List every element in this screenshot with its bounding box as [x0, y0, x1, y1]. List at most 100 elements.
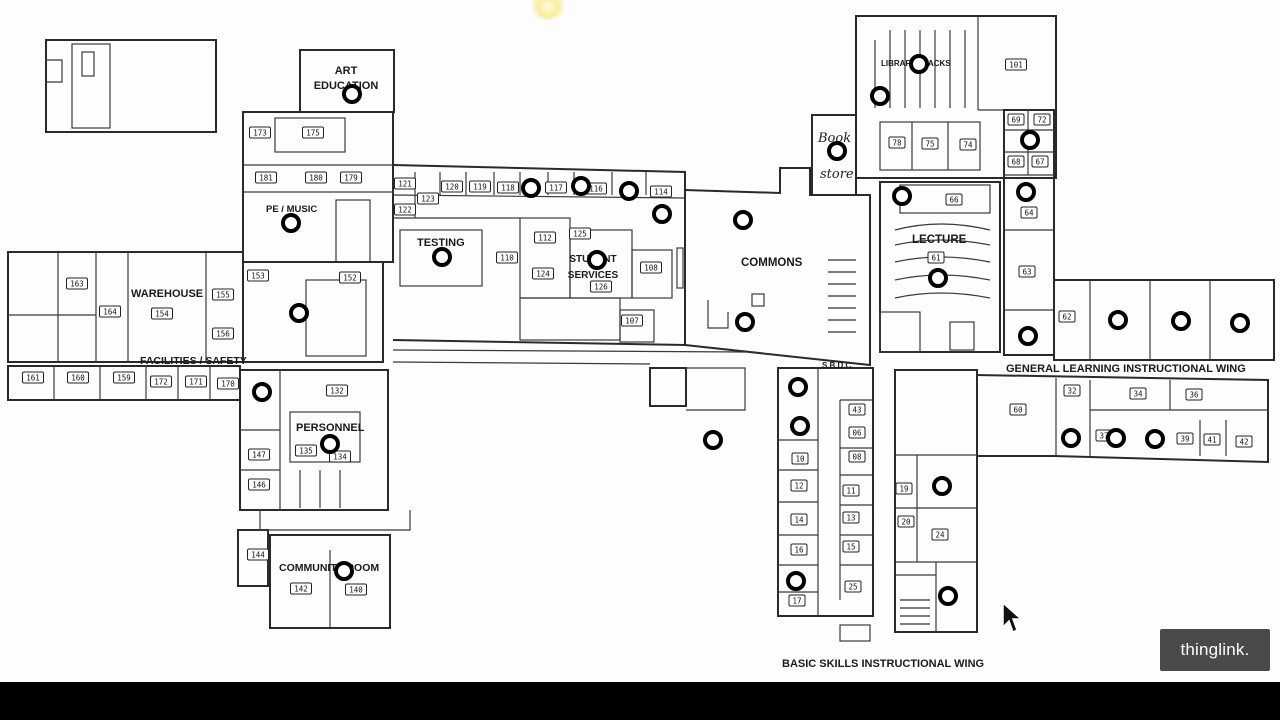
hotspot-entrance[interactable]: [703, 430, 723, 450]
hotspot-room-64[interactable]: [892, 186, 912, 206]
hotspot-testing[interactable]: [432, 247, 452, 267]
room-tag-75: 75: [921, 137, 939, 150]
hotspot-book-store[interactable]: [827, 141, 847, 161]
hotspot-lecture[interactable]: [928, 268, 948, 288]
room-number: 67: [1035, 158, 1044, 167]
hotspot-facilities[interactable]: [252, 382, 272, 402]
room-tag-135: 135: [295, 444, 317, 457]
hotspot-room-41[interactable]: [1145, 429, 1165, 449]
hotspot-room-61[interactable]: [1018, 326, 1038, 346]
room-tag-68: 68: [1007, 155, 1025, 168]
room-tag-17: 17: [788, 594, 806, 607]
hotspot-commons-south[interactable]: [735, 312, 755, 332]
room-number: 121: [398, 180, 412, 189]
room-tag-112: 112: [534, 231, 556, 244]
hotspot-student-services[interactable]: [587, 250, 607, 270]
room-number: 140: [349, 586, 363, 595]
hotspot-room-68[interactable]: [1020, 130, 1040, 150]
room-number: 20: [901, 518, 911, 527]
room-number: 132: [330, 387, 344, 396]
hotspot-commons[interactable]: [733, 210, 753, 230]
hotspot-pe-music[interactable]: [281, 213, 301, 233]
room-number: 60: [1013, 406, 1023, 415]
room-tag-74: 74: [959, 138, 977, 151]
hotspot-general-learning-1[interactable]: [1108, 310, 1128, 330]
hotspot-room-19[interactable]: [786, 571, 806, 591]
label-facilities-safety: FACILITIES / SAFETY: [140, 355, 247, 367]
room-number: 12: [794, 482, 803, 491]
label-lecture: LECTURE: [912, 234, 967, 246]
hotspot-art-education[interactable]: [342, 84, 362, 104]
room-number: 112: [538, 234, 552, 243]
hotspot-community-room[interactable]: [334, 561, 354, 581]
room-number: 171: [189, 378, 203, 387]
hotspot-room-116[interactable]: [571, 176, 591, 196]
hotspot-room-63[interactable]: [1016, 182, 1036, 202]
hotspot-room-20[interactable]: [932, 476, 952, 496]
room-number: 72: [1037, 116, 1046, 125]
room-tag-163: 163: [66, 277, 88, 290]
hotspot-room-39[interactable]: [1106, 428, 1126, 448]
room-tag-72: 72: [1033, 113, 1051, 126]
hotspot-room-117[interactable]: [521, 178, 541, 198]
hotspot-basic-skills-1[interactable]: [788, 377, 808, 397]
room-tag-144: 144: [247, 548, 269, 561]
room-tag-154: 154: [151, 307, 173, 320]
room-number: 64: [1024, 209, 1034, 218]
hotspot-general-learning-2[interactable]: [1171, 311, 1191, 331]
room-tag-66: 66: [945, 193, 963, 206]
room-number: 125: [573, 230, 587, 239]
room-tag-34: 34: [1129, 387, 1147, 400]
room-number: 161: [26, 374, 40, 383]
room-number: 135: [299, 447, 313, 456]
room-number: 142: [294, 585, 308, 594]
hotspot-library-entry[interactable]: [870, 86, 890, 106]
room-tag-16: 16: [790, 543, 808, 556]
hotspot-general-learning-3[interactable]: [1230, 313, 1250, 333]
thinglink-brand-label: thinglink.: [1180, 640, 1250, 659]
room-tag-110: 110: [496, 251, 518, 264]
room-number: 66: [949, 196, 959, 205]
hotspot-room-24[interactable]: [938, 586, 958, 606]
room-number: 61: [931, 254, 940, 263]
room-number: 116: [589, 185, 603, 194]
room-tag-42: 42: [1235, 435, 1253, 448]
light-glare: [530, 0, 566, 20]
room-number: 110: [500, 254, 514, 263]
mouse-pointer-icon: [1002, 601, 1023, 634]
area-labels: ART EDUCATION PE / MUSIC WAREHOUSE FACIL…: [131, 59, 1246, 670]
room-number: 172: [154, 378, 168, 387]
label-basic-skills-wing: BASIC SKILLS INSTRUCTIONAL WING: [782, 658, 984, 670]
hotspot-room-114[interactable]: [619, 181, 639, 201]
room-tag-146: 146: [248, 478, 270, 491]
room-tag-64: 64: [1020, 206, 1038, 219]
room-number: 163: [70, 280, 84, 289]
room-number: 152: [343, 274, 357, 283]
room-tag-152: 152: [339, 271, 361, 284]
hotspot-room-153[interactable]: [289, 303, 309, 323]
room-number: 134: [333, 453, 347, 462]
room-number: 153: [251, 272, 265, 281]
room-number: 101: [1009, 61, 1023, 70]
hotspot-library-stacks[interactable]: [909, 54, 929, 74]
room-tag-60: 60: [1009, 403, 1027, 416]
hotspot-personnel[interactable]: [320, 434, 340, 454]
label-personnel: PERSONNEL: [296, 422, 365, 434]
room-tag-173: 173: [249, 126, 271, 139]
room-tag-25: 25: [844, 580, 862, 593]
hotspot-room-112[interactable]: [652, 204, 672, 224]
room-number: 13: [846, 514, 855, 523]
room-tag-125: 125: [569, 227, 591, 240]
room-number: 154: [155, 310, 169, 319]
hotspot-room-34[interactable]: [1061, 428, 1081, 448]
thinglink-brand-button[interactable]: thinglink.: [1160, 629, 1270, 671]
label-testing: TESTING: [417, 237, 465, 249]
floor-plan: 1731751811801791531521551561631641541611…: [7, 15, 1275, 670]
room-number: 117: [549, 184, 563, 193]
room-number: 32: [1067, 387, 1076, 396]
label-pe-music: PE / MUSIC: [266, 204, 317, 215]
room-number: 16: [794, 546, 804, 555]
hotspot-basic-skills-2[interactable]: [790, 416, 810, 436]
room-number: 63: [1022, 268, 1031, 277]
